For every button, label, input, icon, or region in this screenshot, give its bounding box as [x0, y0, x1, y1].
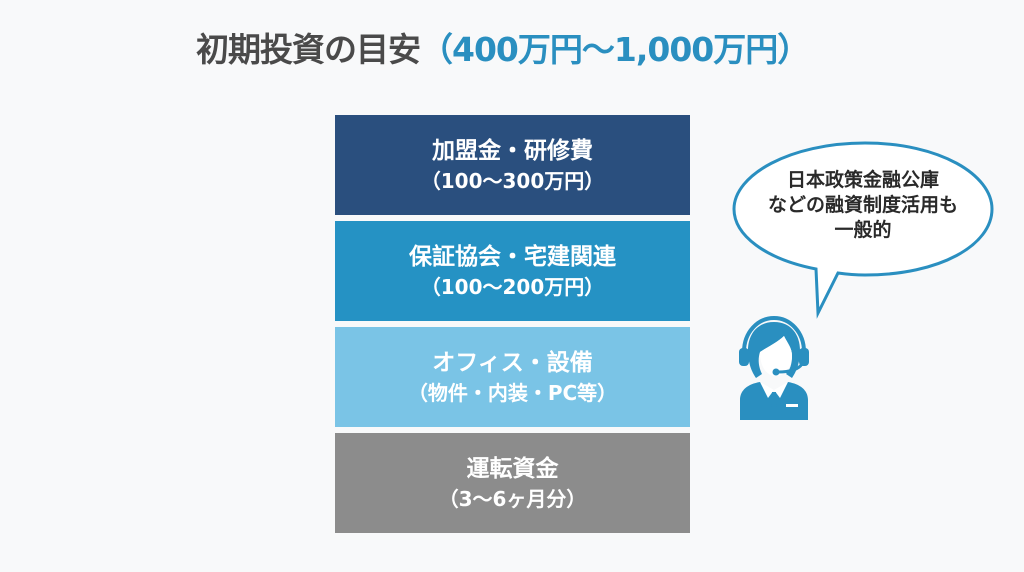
title-range: （400万円〜1,000万円） [420, 30, 810, 69]
speech-bubble-icon [732, 141, 994, 319]
operator-headset-icon [739, 316, 809, 420]
speech-bubble-text: 日本政策金融公庫 などの融資制度活用も 一般的 [738, 168, 988, 243]
block-detail: （100〜200万円） [420, 275, 605, 299]
block-detail: （物件・内装・PC等） [407, 381, 618, 405]
block-detail: （3〜6ヶ月分） [438, 487, 587, 511]
investment-stack: 加盟金・研修費 （100〜300万円） 保証協会・宅建関連 （100〜200万円… [335, 115, 690, 539]
bubble-line: 一般的 [834, 219, 892, 241]
title-main: 初期投資の目安 [196, 30, 421, 69]
block-label: 保証協会・宅建関連 [409, 244, 616, 270]
block-working-capital: 運転資金 （3〜6ヶ月分） [335, 433, 690, 533]
block-detail: （100〜300万円） [420, 169, 605, 193]
block-label: オフィス・設備 [432, 350, 593, 376]
block-office-equipment: オフィス・設備 （物件・内装・PC等） [335, 327, 690, 427]
bubble-line: 日本政策金融公庫 [786, 169, 939, 191]
block-franchise-fee: 加盟金・研修費 （100〜300万円） [335, 115, 690, 215]
block-guarantee-association: 保証協会・宅建関連 （100〜200万円） [335, 221, 690, 321]
bubble-line: などの融資制度活用も [767, 194, 958, 216]
page-title: 初期投資の目安（400万円〜1,000万円） [196, 26, 810, 74]
block-label: 運転資金 [466, 456, 559, 482]
block-label: 加盟金・研修費 [432, 138, 593, 164]
